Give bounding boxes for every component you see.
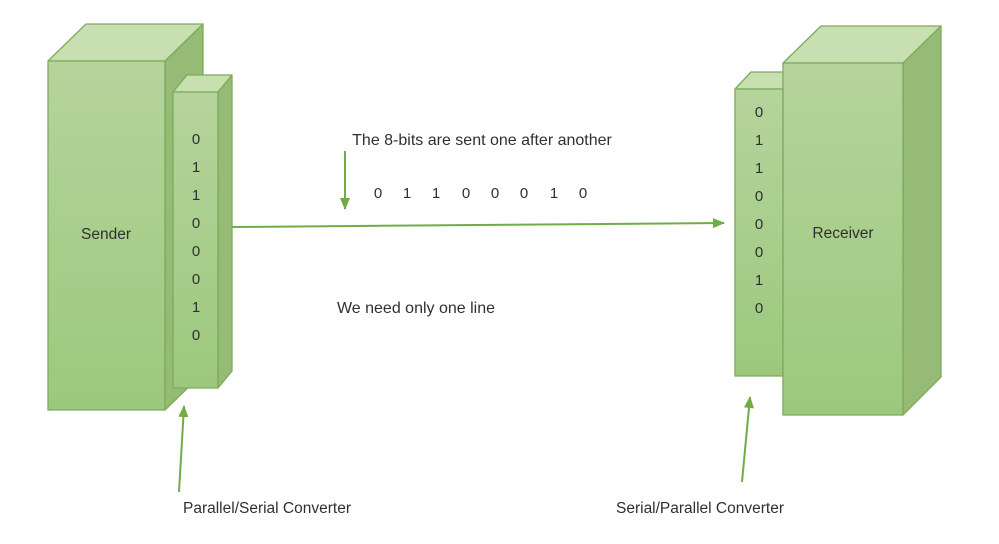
sender-bit: 0 xyxy=(192,243,200,260)
serial-bit: 0 xyxy=(491,185,499,202)
sender-bit: 0 xyxy=(192,131,200,148)
sender-bit: 0 xyxy=(192,327,200,344)
sender-bit: 0 xyxy=(192,271,200,288)
sender-bit: 1 xyxy=(192,299,200,316)
receiver-bit: 0 xyxy=(755,244,763,261)
parallel-serial-converter-arrow xyxy=(178,405,189,493)
sender-box-front-face xyxy=(47,60,166,411)
receiver-box-side-face xyxy=(902,25,942,416)
sender-label: Sender xyxy=(81,226,131,243)
receiver-bit: 1 xyxy=(755,272,763,289)
sender-converter-front-face xyxy=(172,91,219,389)
serial-bit: 0 xyxy=(462,185,470,202)
serial-bit-stream: 0 1 1 0 0 0 1 0 xyxy=(374,185,587,202)
serial-bit: 0 xyxy=(579,185,587,202)
serial-parallel-converter-label: Serial/Parallel Converter xyxy=(616,500,784,517)
sender-bit: 1 xyxy=(192,159,200,176)
sender-converter-side-face xyxy=(217,74,233,389)
serial-bit: 0 xyxy=(520,185,528,202)
note-one-line: We need only one line xyxy=(337,300,495,317)
note-bits-sent: The 8-bits are sent one after another xyxy=(352,132,612,149)
receiver-bit: 0 xyxy=(755,300,763,317)
receiver-bit: 1 xyxy=(755,160,763,177)
sender-converter-box: 0 1 1 0 0 0 1 0 xyxy=(172,74,233,389)
sender-bit: 0 xyxy=(192,215,200,232)
parallel-serial-converter-label: Parallel/Serial Converter xyxy=(183,500,351,517)
receiver-bit: 0 xyxy=(755,188,763,205)
receiver-label: Receiver xyxy=(812,225,873,242)
transmission-arrow xyxy=(231,218,725,229)
serial-bit: 1 xyxy=(432,185,440,202)
serial-bit: 1 xyxy=(403,185,411,202)
receiver-device: Receiver xyxy=(782,25,942,416)
receiver-bit: 1 xyxy=(755,132,763,149)
receiver-bit: 0 xyxy=(755,216,763,233)
sender-bit: 1 xyxy=(192,187,200,204)
receiver-box-front-face xyxy=(782,62,904,416)
serial-parallel-converter-arrow xyxy=(741,396,754,483)
serial-bit: 0 xyxy=(374,185,382,202)
serial-bit: 1 xyxy=(550,185,558,202)
receiver-bit: 0 xyxy=(755,104,763,121)
